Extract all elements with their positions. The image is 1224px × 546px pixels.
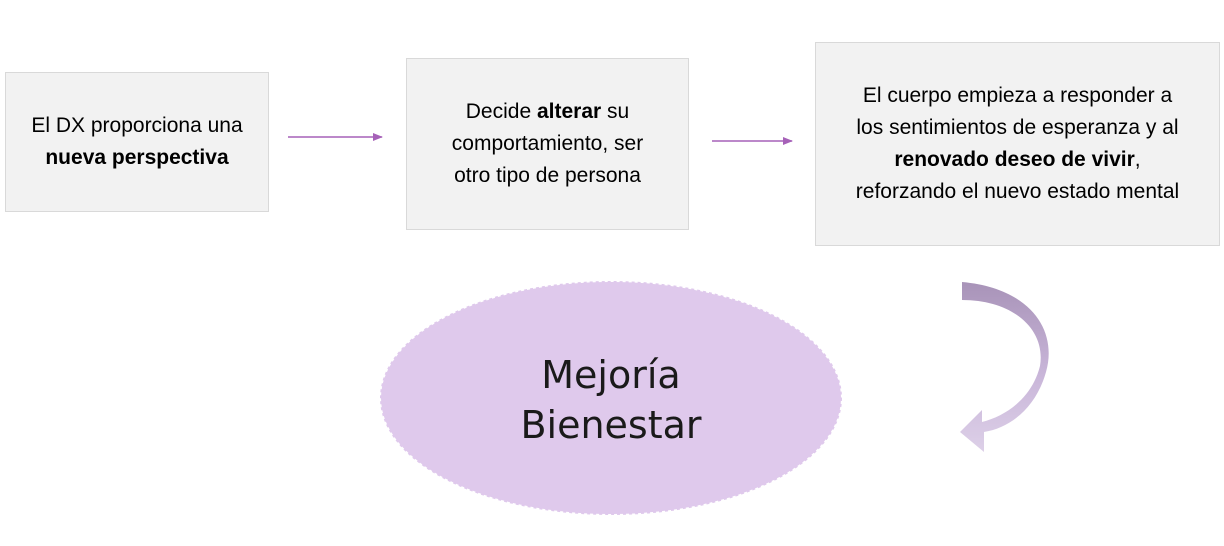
step-1-line-2: nueva perspectiva bbox=[31, 142, 242, 174]
step-box-3: El cuerpo empieza a responder a los senti… bbox=[815, 42, 1220, 246]
outcome-line-1: Mejoría bbox=[541, 353, 681, 397]
step-1-line-1: El DX proporciona una bbox=[31, 110, 242, 142]
body-text: otro tipo de persona bbox=[454, 164, 641, 187]
body-text: su bbox=[601, 100, 630, 123]
emphasized-text: alterar bbox=[536, 100, 602, 123]
step-3-text: El cuerpo empieza a responder a los senti… bbox=[856, 80, 1179, 208]
step-2-line-1: Decide alterar su bbox=[452, 96, 643, 128]
step-box-2: Decide alterar su comportamiento, ser otro… bbox=[406, 58, 689, 230]
body-text: El DX proporciona una bbox=[31, 114, 243, 137]
step-box-1: El DX proporciona una nueva perspectiva bbox=[5, 72, 269, 212]
outcome-label: Mejoría Bienestar bbox=[380, 340, 842, 460]
step-3-line-3: renovado deseo de vivir, bbox=[856, 144, 1179, 176]
step-2-text: Decide alterar su comportamiento, ser otro… bbox=[452, 96, 643, 192]
body-text: reforzando el nuevo estado mental bbox=[855, 180, 1180, 203]
emphasized-text: renovado deseo de vivir bbox=[894, 148, 1135, 171]
curved-arrow bbox=[960, 282, 1049, 452]
step-3-line-2: los sentimientos de esperanza y al bbox=[856, 112, 1179, 144]
outcome-ellipse bbox=[380, 281, 842, 515]
step-2-line-2: comportamiento, ser bbox=[452, 128, 643, 160]
body-text: , bbox=[1134, 148, 1141, 171]
step-1-text: El DX proporciona una nueva perspectiva bbox=[31, 110, 242, 174]
outcome-line-2: Bienestar bbox=[520, 403, 702, 447]
body-text: Decide bbox=[465, 100, 537, 123]
body-text: comportamiento, ser bbox=[451, 132, 644, 155]
step-2-line-3: otro tipo de persona bbox=[452, 160, 643, 192]
emphasized-text: nueva perspectiva bbox=[45, 146, 229, 169]
body-text: los sentimientos de esperanza y al bbox=[856, 116, 1179, 139]
body-text: El cuerpo empieza a responder a bbox=[862, 84, 1173, 107]
step-3-line-1: El cuerpo empieza a responder a bbox=[856, 80, 1179, 112]
step-3-line-4: reforzando el nuevo estado mental bbox=[856, 176, 1179, 208]
